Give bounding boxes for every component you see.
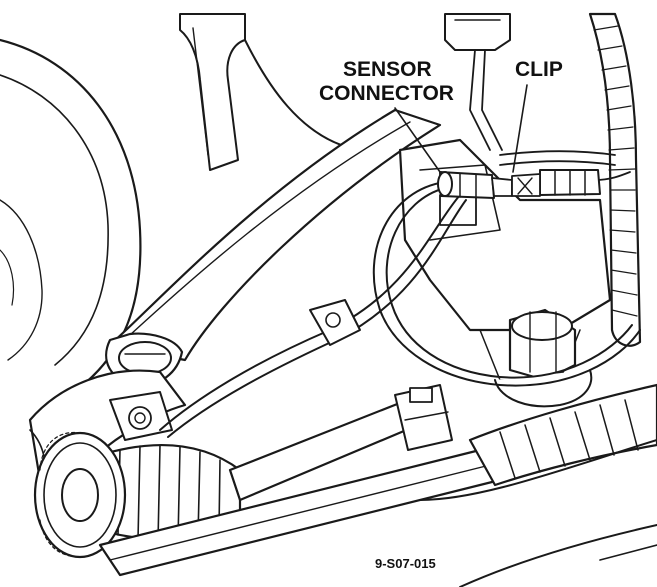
sensor-connector-label-line2: CONNECTOR: [319, 82, 454, 105]
wire-clip: [511, 169, 601, 197]
frame-rail: [419, 439, 657, 587]
top-connector-block: [444, 13, 511, 151]
sensor-connector: [437, 171, 513, 199]
tone-ring: [33, 431, 127, 559]
sensor-connector-label-line1: SENSOR: [343, 58, 432, 81]
rod-clamp: [394, 384, 453, 451]
tie-rod: [98, 393, 502, 577]
wire-conduit: [588, 12, 642, 347]
harness-bracket: [309, 299, 361, 346]
hex-nut: [494, 308, 593, 408]
leader-lines: [394, 84, 528, 173]
figure-id: 9-S07-015: [375, 556, 436, 571]
rack-boot: [468, 383, 657, 487]
clip-label: CLIP: [515, 58, 563, 81]
